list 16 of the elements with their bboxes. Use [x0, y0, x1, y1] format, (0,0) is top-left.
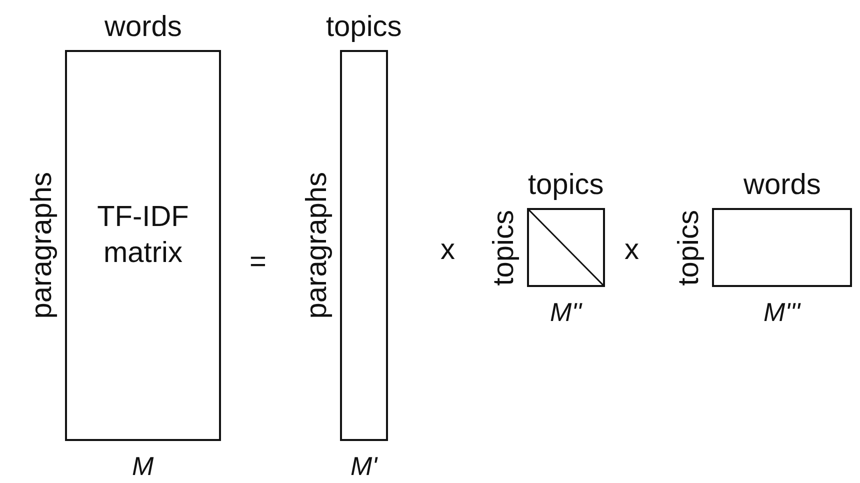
- column-label: words: [744, 171, 821, 200]
- column-label: topics: [528, 171, 604, 200]
- row-label: paragraphs: [28, 172, 57, 319]
- matrix-name: M': [350, 453, 378, 479]
- matrix-title: TF-IDF matrix: [96, 200, 190, 272]
- matrix-name: M'': [550, 299, 582, 325]
- row-label: paragraphs: [303, 172, 332, 319]
- row-label: topics: [490, 210, 519, 286]
- column-label: topics: [326, 13, 402, 42]
- column-label: words: [104, 13, 182, 42]
- operator-symbol: =: [250, 248, 266, 276]
- matrix-name: M''': [764, 299, 800, 325]
- row-label: topics: [675, 210, 704, 286]
- matrix-name: M: [132, 453, 154, 479]
- operator-symbol: x: [624, 236, 639, 264]
- operator-symbol: x: [440, 236, 455, 264]
